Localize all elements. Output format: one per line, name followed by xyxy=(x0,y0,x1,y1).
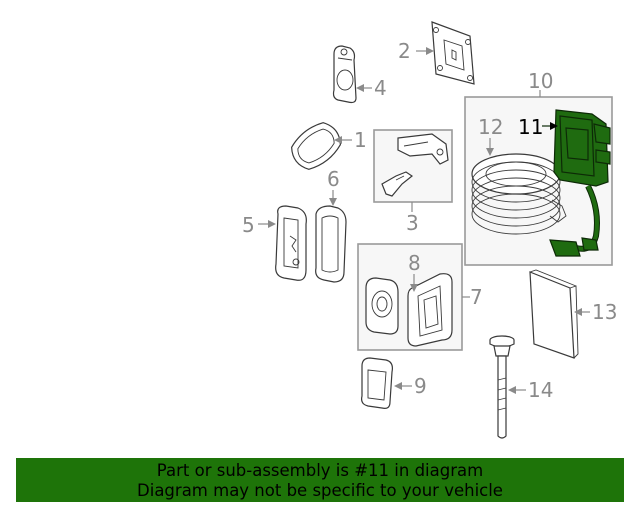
callout-6-label: 6 xyxy=(327,167,340,191)
callout-3: 3 xyxy=(406,202,419,235)
banner-line-1: Part or sub-assembly is #11 in diagram xyxy=(156,461,484,480)
callout-7: 7 xyxy=(462,285,483,309)
part-1-gasket[interactable] xyxy=(285,116,347,175)
callout-8: 8 xyxy=(408,251,421,292)
callout-4-label: 4 xyxy=(374,76,387,100)
callout-1-label: 1 xyxy=(354,128,367,152)
part-5-housing[interactable] xyxy=(275,205,307,281)
callout-12: 12 xyxy=(478,115,503,156)
part-3-latch[interactable] xyxy=(381,133,449,197)
info-banner: Part or sub-assembly is #11 in diagram D… xyxy=(16,458,624,502)
callout-10: 10 xyxy=(528,69,553,97)
callout-7-label: 7 xyxy=(470,285,483,309)
callout-2-label: 2 xyxy=(398,39,411,63)
callout-8-label: 8 xyxy=(408,251,421,275)
part-9-small-cover[interactable] xyxy=(361,357,393,409)
callout-13-label: 13 xyxy=(592,300,617,324)
part-4-clip[interactable] xyxy=(332,45,357,104)
callout-11-label: 11 xyxy=(518,115,543,139)
part-7-port-left[interactable] xyxy=(365,277,399,335)
part-2-bracket-plate[interactable] xyxy=(431,21,475,85)
callout-10-label: 10 xyxy=(528,69,553,93)
part-11-charging-module[interactable] xyxy=(549,109,611,257)
part-8-frame[interactable] xyxy=(407,273,453,347)
callout-5-label: 5 xyxy=(242,213,255,237)
callout-9: 9 xyxy=(394,374,427,398)
part-6-cover[interactable] xyxy=(315,205,347,283)
part-12-charging-cable[interactable] xyxy=(471,153,567,235)
callout-3-label: 3 xyxy=(406,211,419,235)
callout-9-label: 9 xyxy=(414,374,427,398)
callout-12-label: 12 xyxy=(478,115,503,139)
callout-6: 6 xyxy=(327,167,340,206)
callout-14: 14 xyxy=(508,378,553,402)
callout-14-label: 14 xyxy=(528,378,553,402)
callout-13: 13 xyxy=(574,300,617,324)
callout-5: 5 xyxy=(242,213,276,237)
part-13-panel[interactable] xyxy=(529,269,579,359)
callout-2: 2 xyxy=(398,39,434,63)
callout-4: 4 xyxy=(356,76,387,100)
banner-line-2: Diagram may not be specific to your vehi… xyxy=(137,481,503,500)
callout-11: 11 xyxy=(518,115,558,139)
part-14-bolt[interactable] xyxy=(489,335,515,439)
callout-1: 1 xyxy=(334,128,367,152)
